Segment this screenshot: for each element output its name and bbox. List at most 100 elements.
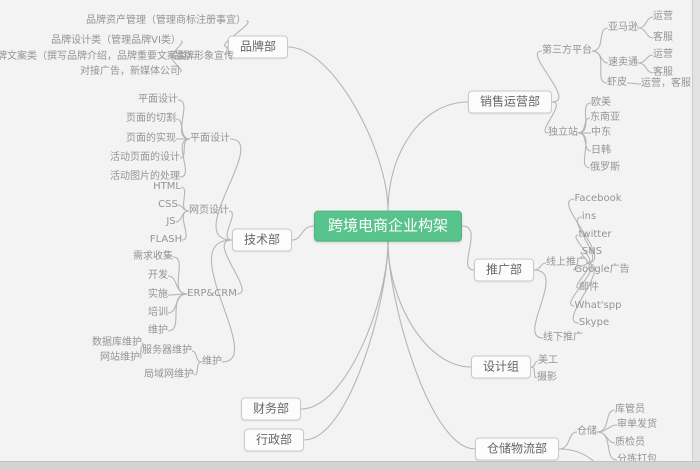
edge-online-promo-facebook xyxy=(568,198,596,264)
node-training[interactable]: 培训 xyxy=(148,306,168,318)
edge-sales-ops-dept-indep-site xyxy=(544,101,557,134)
node-brand-image[interactable]: 品牌形象宣传 xyxy=(174,50,234,62)
node-photography[interactable]: 摄影 xyxy=(537,371,557,383)
node-sales-ops-dept[interactable]: 销售运营部 xyxy=(467,90,553,114)
node-sns[interactable]: SNS xyxy=(581,245,603,257)
node-warehouse[interactable]: 仓储 xyxy=(577,425,597,437)
node-online-promo[interactable]: 线上推广 xyxy=(546,256,586,268)
node-offline-promo[interactable]: 线下推广 xyxy=(543,331,583,343)
node-maintain-leaf[interactable]: 维护 xyxy=(148,324,168,336)
edge-erp-crm-maintain-leaf xyxy=(167,293,188,332)
canvas-right-edge xyxy=(692,0,700,470)
node-brand-dept[interactable]: 品牌部 xyxy=(227,35,289,59)
edge-warehouse-order-check-ship xyxy=(596,424,618,433)
node-lan-maintain[interactable]: 局域网维护 xyxy=(144,368,194,380)
node-css[interactable]: CSS xyxy=(158,198,178,210)
edge-central-design-group xyxy=(387,241,471,368)
node-db-maintain[interactable]: 数据库维护 xyxy=(92,336,142,348)
node-web-design[interactable]: 网页设计 xyxy=(189,204,229,216)
node-brand-copy[interactable]: 品牌文案类（撰写品牌介绍，品牌重要文案类） xyxy=(0,50,197,62)
edge-third-party-platform-shopee xyxy=(591,50,608,84)
node-twitter[interactable]: twitter xyxy=(578,228,612,240)
edge-brand-image-brand-adcontact xyxy=(171,56,182,73)
edge-maintain-lan-maintain xyxy=(193,361,203,376)
node-page-cut[interactable]: 页面的切割 xyxy=(126,112,176,124)
node-dev[interactable]: 开发 xyxy=(148,269,168,281)
node-activity-image-process[interactable]: 活动图片的处理 xyxy=(110,170,180,182)
node-email[interactable]: 邮件 xyxy=(579,281,599,293)
node-brand-design[interactable]: 品牌设计类（管理品牌VI类） xyxy=(51,34,181,46)
node-activity-page-design[interactable]: 活动页面的设计 xyxy=(110,151,180,163)
canvas-bottom-edge xyxy=(0,461,700,470)
node-southeast-asia[interactable]: 东南亚 xyxy=(590,111,620,123)
node-brand-adcontact[interactable]: 对接广告，新媒体公司 xyxy=(80,65,180,77)
node-flash[interactable]: FLASH xyxy=(149,233,183,245)
node-stock-keeper[interactable]: 库管员 xyxy=(615,403,645,415)
node-sort-pack[interactable]: 分拣打包 xyxy=(617,453,657,465)
node-russia[interactable]: 俄罗斯 xyxy=(590,161,620,173)
node-amazon[interactable]: 亚马逊 xyxy=(608,21,638,33)
node-aliexpress-ops[interactable]: 运营 xyxy=(653,48,673,60)
edge-online-promo-twitter xyxy=(575,234,591,264)
node-req-collect[interactable]: 需求收集 xyxy=(133,250,173,262)
node-whatsapp[interactable]: What'spp xyxy=(574,299,622,311)
node-promotion-dept[interactable]: 推广部 xyxy=(473,258,535,282)
node-erp-crm[interactable]: ERP&CRM xyxy=(187,287,237,299)
edge-promotion-dept-offline-promo xyxy=(534,269,547,339)
edge-maintain-server-maintain xyxy=(191,350,203,363)
node-graphic-design-leaf[interactable]: 平面设计 xyxy=(138,93,178,105)
node-artist[interactable]: 美工 xyxy=(538,354,558,366)
edge-sales-ops-dept-third-party-platform xyxy=(536,50,560,103)
edge-erp-crm-dev xyxy=(167,275,188,295)
node-implement[interactable]: 实施 xyxy=(148,288,168,300)
edge-tech-dept-erp-crm xyxy=(223,239,243,295)
node-page-impl[interactable]: 页面的实现 xyxy=(126,132,176,144)
edge-graphic-design-activity-page-design xyxy=(179,138,191,159)
node-middle-east[interactable]: 中东 xyxy=(591,126,611,138)
edge-graphic-design-graphic-design-leaf xyxy=(177,99,191,140)
edge-central-brand-dept xyxy=(288,46,389,211)
edge-aliexpress-aliexpress-cs xyxy=(637,62,654,74)
edge-web-design-flash xyxy=(181,210,190,241)
edge-warehouse-stock-keeper xyxy=(596,409,616,433)
node-amazon-cs[interactable]: 客服 xyxy=(653,31,673,43)
node-google-ads[interactable]: Google广告 xyxy=(574,263,630,275)
edge-central-promotion-dept xyxy=(461,225,475,271)
node-design-group[interactable]: 设计组 xyxy=(470,355,532,379)
node-server-maintain[interactable]: 服务器维护 xyxy=(142,344,192,356)
edge-third-party-platform-amazon xyxy=(591,27,609,52)
node-europe-us[interactable]: 欧美 xyxy=(591,96,611,108)
node-finance-dept[interactable]: 财务部 xyxy=(240,397,302,421)
node-tech-dept[interactable]: 技术部 xyxy=(231,228,293,252)
edge-erp-crm-req-collect xyxy=(172,256,188,295)
node-order-check-ship[interactable]: 审单发货 xyxy=(617,418,657,430)
node-maintain[interactable]: 维护 xyxy=(202,355,222,367)
node-admin-dept[interactable]: 行政部 xyxy=(243,428,305,452)
node-graphic-design[interactable]: 平面设计 xyxy=(190,132,230,144)
node-ins[interactable]: ins xyxy=(581,210,597,222)
node-amazon-ops[interactable]: 运营 xyxy=(653,10,673,22)
node-site-maintain[interactable]: 网站维护 xyxy=(100,351,140,363)
node-third-party-platform[interactable]: 第三方平台 xyxy=(542,44,592,56)
edge-online-promo-ins xyxy=(576,216,594,264)
node-japan-korea[interactable]: 日韩 xyxy=(591,144,611,156)
edge-promotion-dept-online-promo xyxy=(533,262,547,271)
node-aliexpress[interactable]: 速卖通 xyxy=(608,56,638,68)
node-aliexpress-cs[interactable]: 客服 xyxy=(653,66,673,78)
edge-tech-dept-web-design xyxy=(226,210,233,241)
node-facebook[interactable]: Facebook xyxy=(574,192,622,204)
node-skype[interactable]: Skype xyxy=(578,316,610,328)
node-shopee-ops-cs[interactable]: 运营，客服 xyxy=(641,77,691,89)
edge-central-warehouse-dept xyxy=(387,241,475,450)
central-topic[interactable]: 跨境电商企业构架 xyxy=(313,210,463,242)
node-warehouse-dept[interactable]: 仓储物流部 xyxy=(474,437,560,461)
node-qc[interactable]: 质检员 xyxy=(615,436,645,448)
edge-central-sales-ops-dept xyxy=(387,101,468,211)
node-brand-asset[interactable]: 品牌资产管理（管理商标注册事宜） xyxy=(86,14,246,26)
node-html[interactable]: HTML xyxy=(153,180,181,192)
node-js[interactable]: JS xyxy=(166,215,176,227)
node-shopee[interactable]: 虾皮 xyxy=(607,76,627,88)
node-indep-site[interactable]: 独立站 xyxy=(548,126,578,138)
